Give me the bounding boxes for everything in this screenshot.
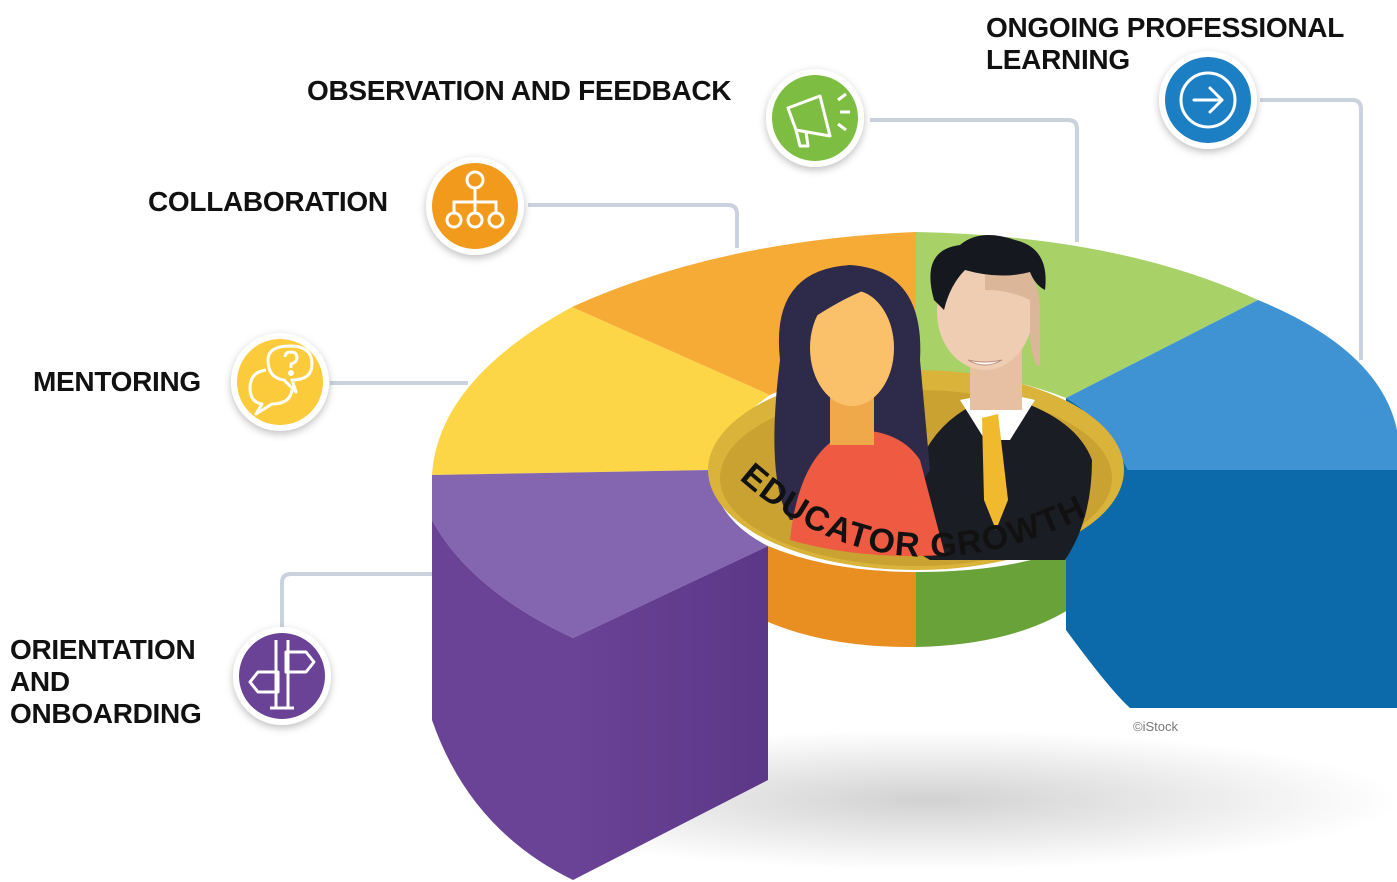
label-line: MENTORING (33, 366, 201, 397)
image-credit: ©iStock (1133, 719, 1178, 734)
blue-top (1066, 300, 1397, 470)
label-line: OBSERVATION AND FEEDBACK (307, 75, 732, 106)
label-line: ONGOING PROFESSIONAL (986, 12, 1345, 43)
network-nodes-icon (445, 170, 505, 229)
label-line: LEARNING (986, 44, 1130, 75)
connector-lines (280, 98, 1363, 640)
blue-inner-wall (1066, 398, 1397, 708)
stage-label-mentoring: MENTORING (33, 366, 201, 398)
orange-inner-wall (768, 546, 916, 648)
yellow-top (432, 307, 770, 475)
arrow-right-circle-icon (1179, 71, 1237, 129)
educators-illustration (774, 235, 1092, 560)
label-line: ORIENTATION (10, 634, 196, 665)
orientation-onboarding-medallion (233, 627, 331, 725)
observation-feedback-medallion (766, 69, 864, 167)
purple-top (432, 470, 768, 638)
speech-bubbles-question-icon (248, 344, 314, 416)
purple-side (432, 520, 573, 880)
label-line: AND (10, 666, 70, 697)
ring-front-faces (432, 520, 768, 880)
label-line: COLLABORATION (148, 186, 388, 217)
green-inner-wall (916, 548, 1068, 647)
female-educator (774, 265, 945, 556)
signpost-icon (248, 640, 316, 710)
stage-label-observation-feedback: OBSERVATION AND FEEDBACK (307, 75, 732, 107)
stage-label-collaboration: COLLABORATION (148, 186, 388, 218)
megaphone-icon (786, 92, 850, 148)
purple-front (573, 546, 768, 880)
label-line: ONBOARDING (10, 698, 202, 729)
ring-inner-walls (768, 398, 1397, 708)
male-educator (905, 235, 1092, 560)
